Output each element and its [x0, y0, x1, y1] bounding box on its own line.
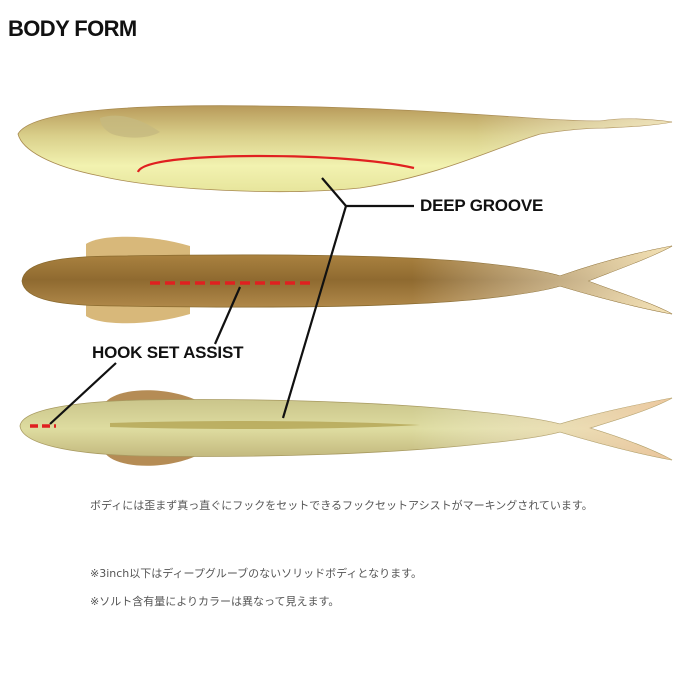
note-item: ※ソルト含有量によりカラーは異なって見えます。: [90, 595, 340, 608]
hook-set-assist-callout-line: [213, 286, 242, 345]
deep-groove-callout-line-2: [281, 205, 348, 419]
lure-fin-shape: [100, 115, 160, 138]
lure-bottom-view: [19, 390, 673, 466]
lure-body-highlight: [18, 105, 672, 192]
deep-groove-label: DEEP GROOVE: [420, 196, 544, 215]
note-item: ※3inch以下はディープグルーブのないソリッドボディとなります。: [90, 567, 422, 580]
lure-body-highlight: [20, 398, 672, 460]
deep-groove-marker: [136, 154, 415, 173]
page-title: BODY FORM: [8, 16, 137, 41]
deep-groove-channel: [110, 420, 420, 430]
lure-side-view: [17, 105, 673, 192]
callout-lines: [49, 177, 414, 425]
notes-list: ※3inch以下はディープグルーブのないソリッドボディとなります。 ※ソルト含有…: [90, 560, 650, 616]
lure-pectoral-top: [86, 236, 190, 260]
lure-top-view: [21, 236, 673, 324]
lure-body-highlight: [22, 246, 672, 314]
hook-set-assist-label: HOOK SET ASSIST: [92, 343, 244, 362]
hook-set-assist-callout-line-2: [49, 362, 117, 425]
description-text: ボディには歪まず真っ直ぐにフックをセットできるフックセットアシストがマーキングさ…: [90, 499, 593, 512]
